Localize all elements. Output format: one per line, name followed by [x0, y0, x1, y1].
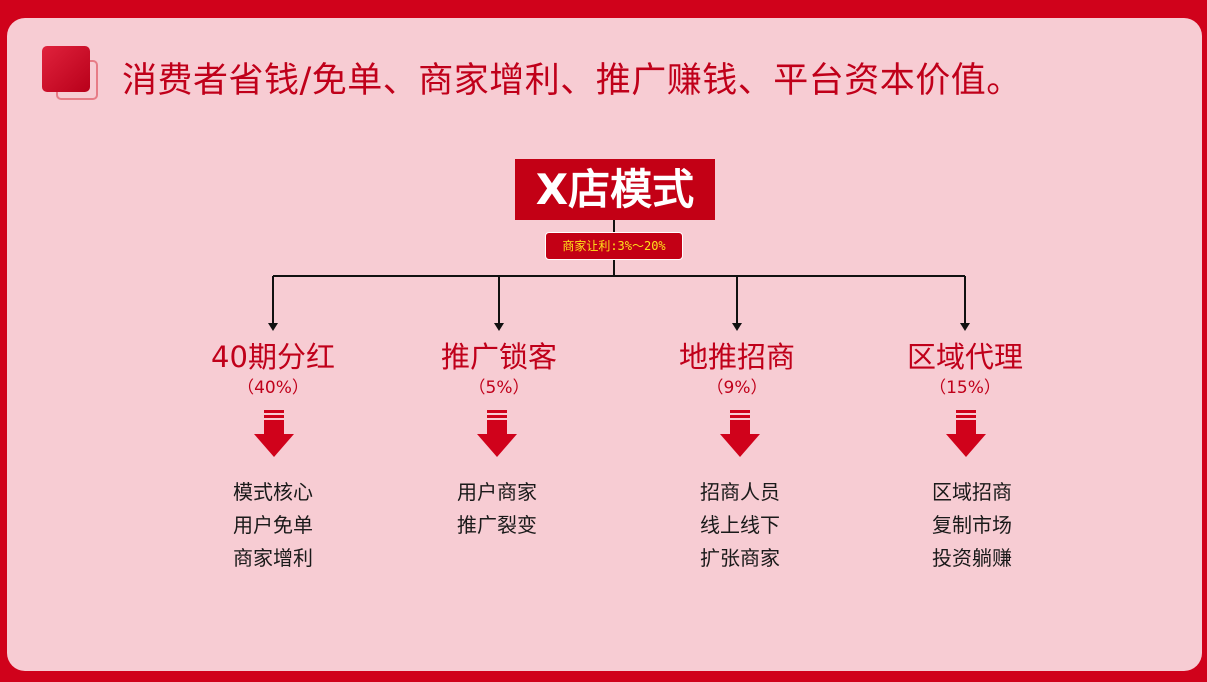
- branch-items-promotion: 用户商家 推广裂变: [377, 476, 617, 542]
- branch-items-regional-agent: 区域招商 复制市场 投资躺赚: [852, 476, 1092, 575]
- list-item: 模式核心: [233, 480, 313, 504]
- list-item: 用户免单: [233, 513, 313, 537]
- list-item: 扩张商家: [700, 546, 780, 570]
- list-item: 线上线下: [700, 513, 780, 537]
- list-item: 用户商家: [457, 480, 537, 504]
- list-item: 招商人员: [700, 480, 780, 504]
- content-panel: [7, 18, 1202, 671]
- branch-pct-dividend: （40%）: [237, 378, 309, 398]
- arrow-down-icon: [946, 410, 986, 457]
- list-item: 复制市场: [932, 513, 1012, 537]
- branch-items-recruitment: 招商人员 线上线下 扩张商家: [620, 476, 860, 575]
- branch-pct-promotion: （5%）: [468, 378, 530, 398]
- branch-items-dividend: 模式核心 用户免单 商家增利: [153, 476, 393, 575]
- branch-title-promotion: 推广锁客: [440, 340, 557, 374]
- square-bullet-icon: [42, 46, 102, 102]
- arrow-down-icon: [477, 410, 517, 457]
- page-title: 消费者省钱/免单、商家增利、推广赚钱、平台资本价值。: [122, 61, 1022, 101]
- merchant-discount-badge: 商家让利:3%～20%: [545, 232, 683, 260]
- list-item: 推广裂变: [457, 513, 537, 537]
- list-item: 投资躺赚: [932, 546, 1012, 570]
- branch-title-regional-agent: 区域代理: [906, 340, 1023, 374]
- arrow-down-icon: [720, 410, 760, 457]
- branch-title-recruitment: 地推招商: [678, 340, 795, 374]
- list-item: 商家增利: [233, 546, 313, 570]
- branch-pct-recruitment: （9%）: [706, 378, 768, 398]
- branch-title-dividend: 40期分红: [211, 340, 335, 374]
- main-model-box: X店模式: [515, 159, 715, 220]
- arrow-down-icon: [254, 410, 294, 457]
- list-item: 区域招商: [932, 480, 1012, 504]
- branch-pct-regional-agent: （15%）: [929, 378, 1001, 398]
